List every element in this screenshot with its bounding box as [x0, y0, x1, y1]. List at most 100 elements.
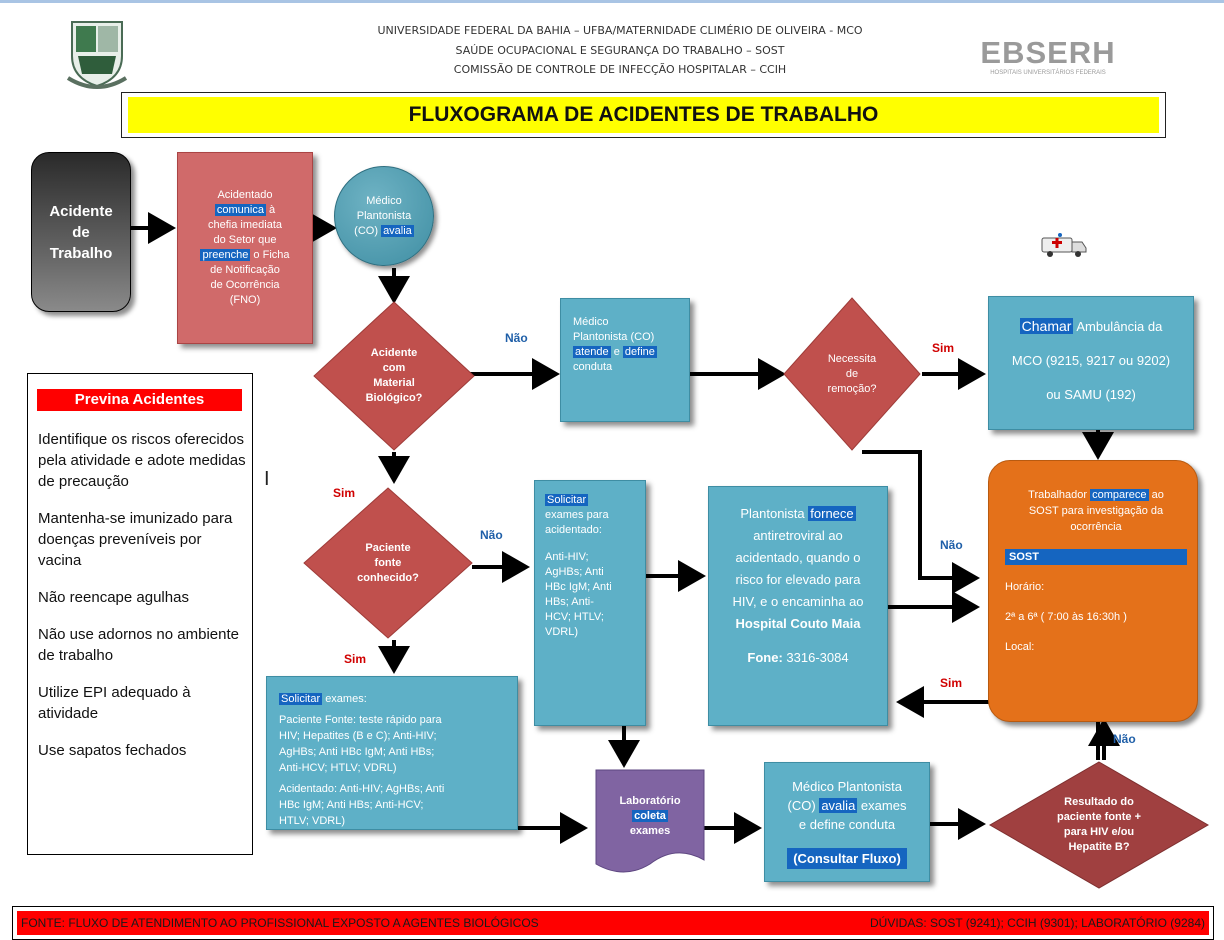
decision-resultado-fonte: Resultado do paciente fonte + para HIV e… [988, 760, 1210, 890]
solfonte-line-5: Anti-HCV; HTLV; VDRL) [279, 762, 397, 774]
sost-line-2: SOST para investigação da [1028, 505, 1164, 517]
solfonte-line-7: HBc IgM; Anti HBs; Anti-HCV; [279, 799, 424, 811]
resultado-line-2: paciente fonte + [1056, 811, 1142, 823]
previna-list: Identifique os riscos oferecidos pela at… [28, 411, 252, 761]
anti-line-7: Fone: 3316-3084 [747, 650, 849, 665]
anti-line-2: antiretroviral ao [753, 528, 843, 543]
ambulance-icon [1036, 230, 1092, 260]
node-solicitar-exames-acidentado: Solicitar exames para acidentado: Anti-H… [534, 480, 646, 726]
avalia-line-3: (CO) avalia [354, 224, 414, 237]
previna-item: Mantenha-se imunizado para doenças preve… [38, 510, 233, 569]
window-top-border [0, 0, 1224, 3]
node-avalia-exames: Médico Plantonista (CO) avalia exames e … [764, 762, 930, 882]
node-solicitar-exames-fonte: Solicitar exames: Paciente Fonte: teste … [266, 676, 518, 830]
material-line-1: Acidente [370, 347, 418, 359]
solacid-line-1: Solicitar [545, 494, 589, 506]
node-chamar-ambulancia: Chamar Ambulância da MCO (9215, 9217 ou … [988, 296, 1194, 430]
comunica-line-3: chefia imediata [208, 219, 282, 231]
previna-title: Previna Acidentes [37, 389, 242, 411]
avex-line-1: Médico Plantonista [792, 779, 902, 794]
decision-necessita-remocao: Necessita de remoção? [782, 296, 922, 452]
footer-bar: FONTE: FLUXO DE ATENDIMENTO AO PROFISSIO… [17, 911, 1209, 935]
start-line-3: Trabalho [49, 244, 113, 262]
fonte-line-3: conhecido? [357, 571, 419, 584]
solfonte-line-3: HIV; Hepatites (B e C); Anti-HIV; [279, 730, 437, 742]
sost-dias: 2ª a 6ª ( 7:00 às 16:30h ) [1005, 611, 1127, 623]
footer-fonte: FONTE: FLUXO DE ATENDIMENTO AO PROFISSIO… [21, 916, 539, 930]
comunica-line-7: de Ocorrência [210, 279, 280, 291]
solacid-line-3: acidentado: [545, 524, 602, 536]
previna-acidentes-panel: Previna Acidentes Identifique os riscos … [27, 373, 253, 855]
resultado-line-4: Hepatite B? [1068, 841, 1130, 853]
edge-label-nao-resultado: Não [1113, 732, 1136, 746]
ebserh-logo: EBSERH HOSPITAIS UNIVERSITÁRIOS FEDERAIS [968, 36, 1128, 78]
lab-line-1: Laboratório [619, 794, 681, 807]
solfonte-line-1: Solicitar exames: [279, 693, 367, 705]
decision-material-biologico: Acidente com Material Biológico? [312, 300, 476, 452]
resultado-line-1: Resultado do [1064, 796, 1134, 808]
previna-item: Não reencape agulhas [38, 589, 189, 606]
node-comunica-chefia: Acidentado comunica à chefia imediata do… [177, 152, 313, 344]
anti-line-6: Hospital Couto Maia [735, 616, 861, 631]
solfonte-line-6: Acidentado: Anti-HIV; AgHBs; Anti [279, 783, 445, 795]
header-line-3: COMISSÃO DE CONTROLE DE INFECÇÃO HOSPITA… [453, 63, 787, 76]
edge-label-nao-remocao: Não [940, 538, 963, 552]
avalia-line-1: Médico [366, 194, 402, 207]
ambulancia-line-2: MCO (9215, 9217 ou 9202) [1011, 353, 1171, 368]
ambulancia-line-1: Chamar Ambulância da [1019, 318, 1163, 334]
comunica-line-6: de Notificação [210, 264, 280, 276]
fonte-line-2: fonte [374, 556, 402, 569]
atende-line-4: conduta [573, 361, 613, 373]
comunica-line-4: do Setor que [213, 234, 277, 246]
start-line-1: Acidente [49, 202, 113, 220]
material-line-3: Material [373, 377, 415, 389]
previna-item: Utilize EPI adequado à atividade [38, 684, 191, 722]
decision-paciente-fonte-conhecido: Paciente fonte conhecido? [302, 486, 474, 640]
ebserh-logo-subtext: HOSPITAIS UNIVERSITÁRIOS FEDERAIS [990, 70, 1106, 76]
edge-label-nao-fonte: Não [480, 528, 503, 542]
start-node-acidente: Acidente de Trabalho [31, 152, 131, 312]
remocao-line-3: remoção? [827, 382, 877, 395]
solacid-line-5: AgHBs; Anti [545, 566, 604, 578]
solacid-line-6: HBc IgM; Anti [545, 581, 612, 593]
remocao-line-1: Necessita [827, 352, 877, 365]
edge-label-nao-material: Não [505, 331, 528, 345]
avex-line-3: e define conduta [798, 817, 896, 832]
header-line-2: SAÚDE OCUPACIONAL E SEGURANÇA DO TRABALH… [455, 44, 785, 57]
sost-title-bar: SOST [1005, 549, 1187, 565]
comunica-line-2: comunica à [214, 204, 276, 216]
avex-consultar-fluxo: (Consultar Fluxo) [787, 848, 907, 869]
solacid-line-4: Anti-HIV; [545, 551, 589, 563]
footer-duvidas: DÚVIDAS: SOST (9241); CCIH (9301); LABOR… [870, 916, 1205, 930]
ebserh-logo-text: EBSERH [980, 35, 1116, 70]
solacid-line-2: exames para [545, 509, 609, 521]
anti-line-3: acidentado, quando o [735, 550, 861, 565]
edge-label-sim-fonte: Sim [344, 652, 367, 666]
stray-cursor-mark: I [264, 468, 270, 490]
node-antiretroviral: Plantonista fornece antiretroviral ao ac… [708, 486, 888, 726]
avalia-line-2: Plantonista [356, 209, 412, 222]
previna-item: Use sapatos fechados [38, 742, 187, 759]
comunica-line-1: Acidentado [217, 189, 273, 201]
node-medico-avalia: Médico Plantonista (CO) avalia [334, 166, 434, 266]
start-line-2: de [72, 223, 90, 241]
ambulancia-line-3: ou SAMU (192) [1046, 387, 1136, 402]
previna-item: Não use adornos no ambiente de trabalho [38, 626, 239, 664]
header-line-1: UNIVERSIDADE FEDERAL DA BAHIA – UFBA/MAT… [377, 24, 863, 37]
resultado-line-3: para HIV e/ou [1063, 826, 1135, 838]
atende-line-1: Médico [573, 316, 609, 328]
solfonte-line-4: AgHBs; Anti HBc IgM; Anti HBs; [279, 746, 435, 758]
solfonte-line-2: Paciente Fonte: teste rápido para [279, 714, 442, 726]
node-laboratorio-coleta: Laboratório coleta exames [594, 768, 706, 878]
anti-line-1: Plantonista fornece [740, 506, 856, 521]
comunica-line-5: preenche o Ficha [200, 249, 290, 261]
ufba-logo [64, 18, 130, 90]
title-frame: FLUXOGRAMA DE ACIDENTES DE TRABALHO [121, 92, 1166, 138]
edge-label-sim-remocao: Sim [932, 341, 955, 355]
previna-item: Identifique os riscos oferecidos pela at… [38, 431, 246, 490]
material-line-2: com [382, 362, 406, 374]
sost-line-1: Trabalhador comparece ao [1028, 489, 1164, 501]
sost-line-3: ocorrência [1070, 521, 1122, 533]
solacid-line-9: VDRL) [545, 626, 579, 638]
page-title: FLUXOGRAMA DE ACIDENTES DE TRABALHO [128, 97, 1159, 133]
